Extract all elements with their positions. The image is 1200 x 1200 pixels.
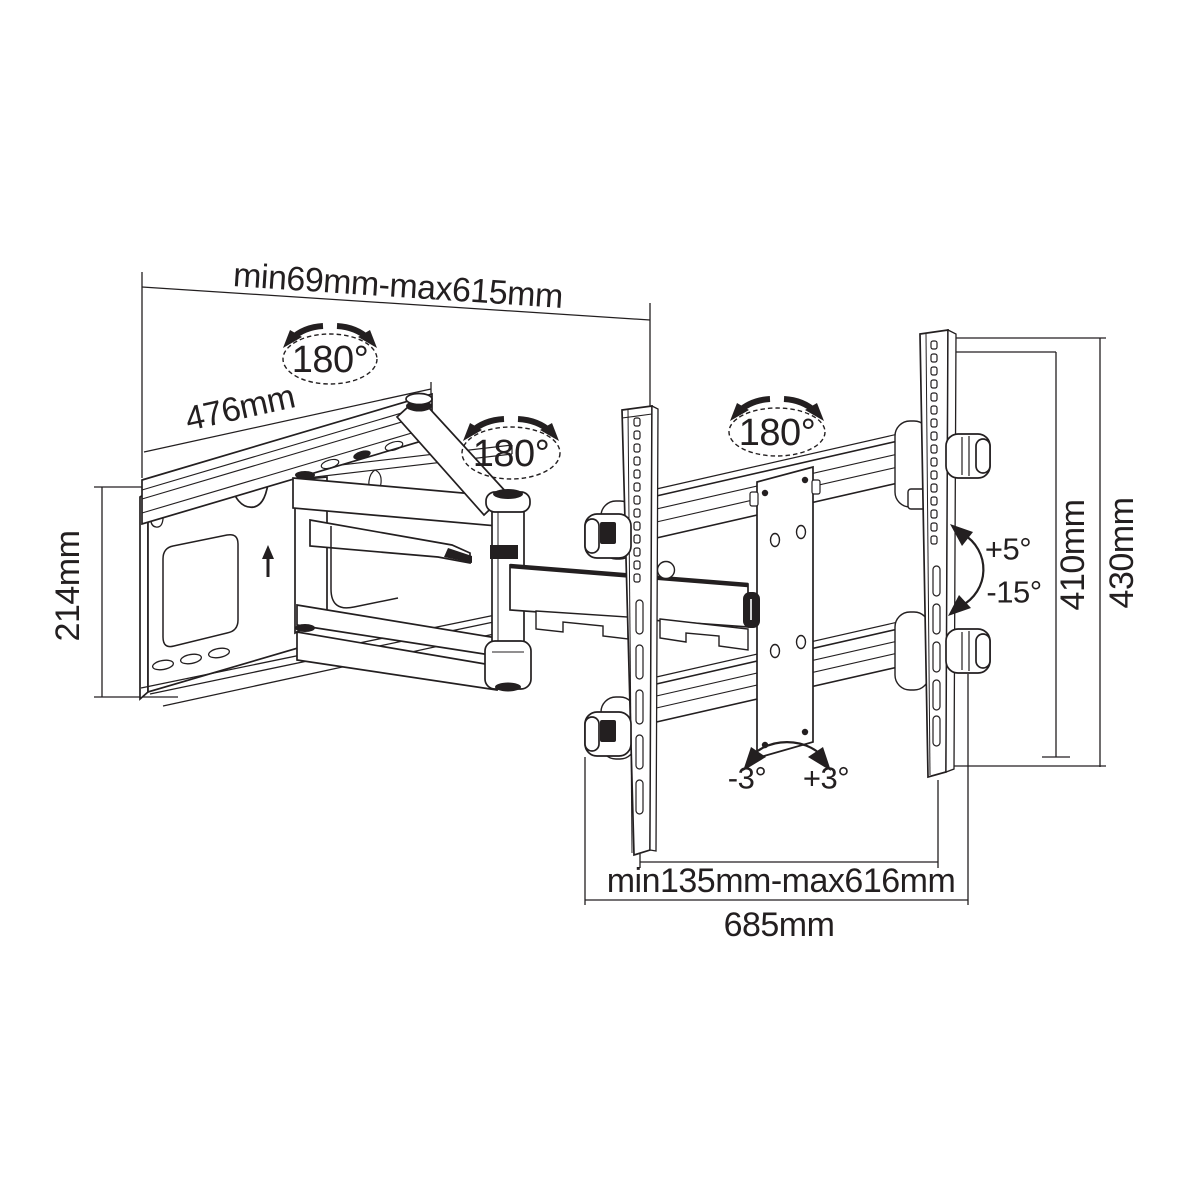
tilt-arc — [948, 524, 985, 616]
knob-left-top — [584, 513, 632, 559]
angle-swivel-wall: 180° — [291, 339, 369, 381]
rotation-indicator-wall — [282, 323, 378, 385]
arrow-up-icon — [262, 545, 274, 577]
angle-level-left: -3° — [727, 760, 767, 796]
rotation-indicator-elbow — [461, 416, 561, 480]
articulating-arm — [292, 392, 509, 691]
knob-left-bottom — [584, 711, 632, 757]
dimension-lines — [94, 272, 1106, 905]
swivel-arc — [743, 741, 831, 771]
angle-tilt-up: +5° — [984, 531, 1032, 567]
dim-bracket-outer-height: 430mm — [1103, 497, 1141, 609]
dim-wall-plate-height: 214mm — [49, 530, 87, 642]
dim-bracket-inner-height: 410mm — [1054, 499, 1092, 611]
rotation-indicator-plate — [728, 396, 826, 457]
knob-right-bottom — [945, 628, 991, 674]
left-rail — [621, 404, 659, 857]
knob-right-top — [945, 433, 991, 479]
locking-knobs — [584, 433, 991, 757]
angle-level-right: +3° — [802, 760, 850, 796]
angle-swivel-plate: 180° — [738, 412, 816, 454]
vesa-plate — [743, 465, 821, 760]
angle-swivel-elbow: 180° — [472, 433, 550, 475]
dim-overall-width: 685mm — [723, 906, 835, 944]
dim-rail-width-range: min135mm-max616mm — [606, 862, 956, 900]
elbow-joint — [484, 489, 532, 692]
angle-tilt-down: -15° — [986, 574, 1042, 610]
right-rail — [919, 328, 957, 779]
